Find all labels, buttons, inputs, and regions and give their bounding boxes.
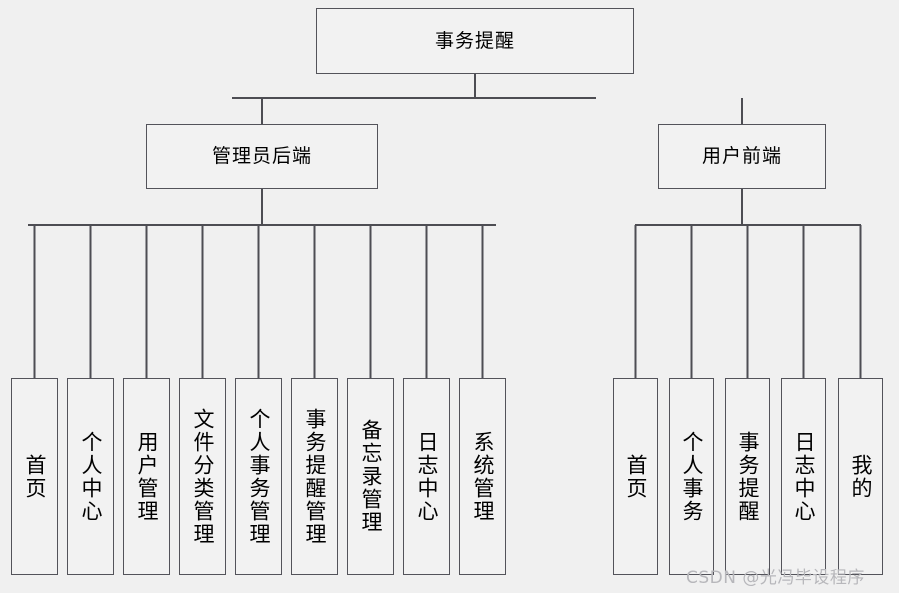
node-leaf-user-leaf-1-label: 首页 xyxy=(624,453,648,500)
node-leaf-admin-leaf-5-label: 个人事务管理 xyxy=(247,407,271,546)
node-leaf-user-leaf-4[interactable]: 日志中心 xyxy=(781,378,826,575)
node-leaf-admin-leaf-6[interactable]: 事务提醒管理 xyxy=(291,378,338,575)
node-branch-admin-backend-label: 管理员后端 xyxy=(211,145,312,168)
node-leaf-admin-leaf-9[interactable]: 系统管理 xyxy=(459,378,506,575)
node-leaf-user-leaf-3[interactable]: 事务提醒 xyxy=(725,378,770,575)
node-branch-user-frontend[interactable]: 用户前端 xyxy=(658,124,826,189)
node-leaf-admin-leaf-2-label: 个人中心 xyxy=(79,430,103,523)
node-leaf-user-leaf-5-label: 我的 xyxy=(849,453,873,500)
node-leaf-user-leaf-3-label: 事务提醒 xyxy=(736,430,760,523)
node-leaf-admin-leaf-3[interactable]: 用户管理 xyxy=(123,378,170,575)
node-root-label: 事务提醒 xyxy=(434,29,515,52)
node-leaf-admin-leaf-8[interactable]: 日志中心 xyxy=(403,378,450,575)
node-leaf-user-leaf-2-label: 个人事务 xyxy=(680,430,704,523)
node-leaf-admin-leaf-5[interactable]: 个人事务管理 xyxy=(235,378,282,575)
watermark-text: CSDN @光冯毕设程序 xyxy=(686,568,865,588)
node-branch-admin-backend[interactable]: 管理员后端 xyxy=(146,124,378,189)
node-leaf-admin-leaf-9-label: 系统管理 xyxy=(471,430,495,523)
node-leaf-admin-leaf-1-label: 首页 xyxy=(23,453,47,500)
node-leaf-user-leaf-5[interactable]: 我的 xyxy=(838,378,883,575)
node-leaf-admin-leaf-6-label: 事务提醒管理 xyxy=(303,407,327,546)
node-root[interactable]: 事务提醒 xyxy=(316,8,634,74)
node-leaf-admin-leaf-4-label: 文件分类管理 xyxy=(191,407,215,546)
node-leaf-admin-leaf-7[interactable]: 备忘录管理 xyxy=(347,378,394,575)
node-leaf-admin-leaf-4[interactable]: 文件分类管理 xyxy=(179,378,226,575)
node-leaf-user-leaf-2[interactable]: 个人事务 xyxy=(669,378,714,575)
node-leaf-admin-leaf-3-label: 用户管理 xyxy=(135,430,159,523)
node-leaf-admin-leaf-7-label: 备忘录管理 xyxy=(359,419,383,534)
node-leaf-admin-leaf-2[interactable]: 个人中心 xyxy=(67,378,114,575)
node-leaf-admin-leaf-8-label: 日志中心 xyxy=(415,430,439,523)
node-leaf-user-leaf-1[interactable]: 首页 xyxy=(613,378,658,575)
node-leaf-admin-leaf-1[interactable]: 首页 xyxy=(11,378,58,575)
node-branch-user-frontend-label: 用户前端 xyxy=(701,145,782,168)
node-leaf-user-leaf-4-label: 日志中心 xyxy=(792,430,816,523)
